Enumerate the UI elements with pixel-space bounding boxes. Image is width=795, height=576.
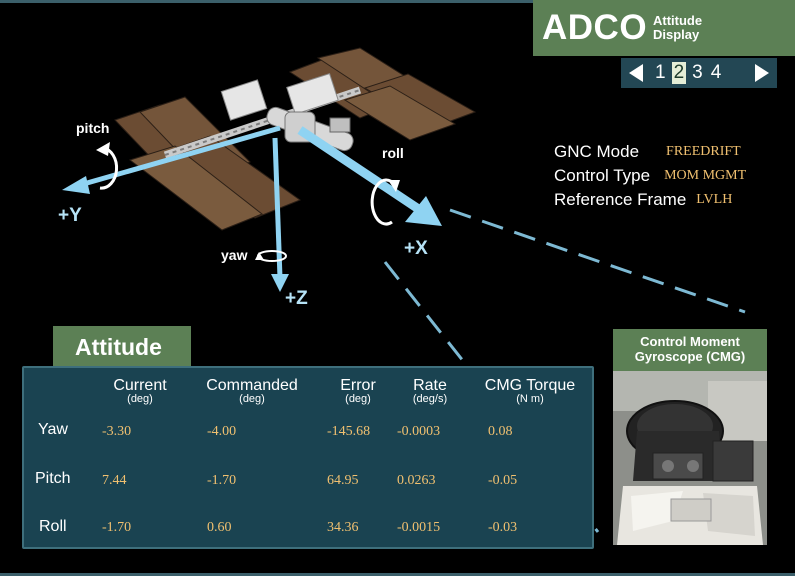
table-cell: 0.60 bbox=[207, 520, 232, 535]
table-cell: -145.68 bbox=[327, 424, 371, 439]
column-header-unit: (deg/s) bbox=[412, 393, 448, 405]
table-cell: -0.0003 bbox=[397, 424, 441, 439]
page-link-4[interactable]: 4 bbox=[710, 62, 722, 83]
next-page-arrow-icon[interactable] bbox=[755, 64, 769, 82]
reference-frame-value: LVLH bbox=[696, 192, 733, 207]
radiator-left bbox=[220, 79, 268, 121]
left-solar-arrays bbox=[114, 96, 302, 231]
column-header-unit: (deg) bbox=[127, 393, 153, 405]
display-header: ADCO Attitude Display bbox=[533, 0, 795, 56]
table-cell: -4.00 bbox=[207, 424, 237, 439]
table-cell: -1.70 bbox=[207, 473, 237, 488]
table-cell: -0.0015 bbox=[397, 520, 441, 535]
table-cell: 0.08 bbox=[488, 424, 513, 439]
reference-frame-row: Reference Frame LVLH bbox=[554, 188, 746, 212]
table-cell: 7.44 bbox=[102, 473, 127, 488]
row-label-roll: Roll bbox=[39, 518, 67, 535]
column-header-label: Current bbox=[113, 377, 167, 394]
table-cell: 64.95 bbox=[327, 473, 359, 488]
cmg-title-line-2: Gyroscope (CMG) bbox=[634, 349, 746, 364]
page-link-1[interactable]: 1 bbox=[655, 62, 666, 83]
pitch-label: pitch bbox=[76, 120, 110, 136]
cmg-panel: Control Moment Gyroscope (CMG) bbox=[613, 329, 767, 545]
x-axis-label: +X bbox=[404, 238, 428, 259]
table-cell: -3.30 bbox=[102, 424, 132, 439]
gnc-info: GNC Mode FREEDRIFT Control Type MOM MGMT… bbox=[554, 140, 746, 212]
subtitle-line-1: Attitude bbox=[653, 13, 703, 28]
cmg-photo bbox=[613, 371, 767, 545]
roll-rotation-arrow bbox=[370, 178, 397, 226]
column-header-current: Current (deg) bbox=[102, 378, 178, 405]
control-type-label: Control Type bbox=[554, 166, 651, 185]
yaw-label: yaw bbox=[221, 247, 248, 263]
table-cell: 34.36 bbox=[327, 520, 359, 535]
attitude-table: Current (deg) Commanded (deg) Error (deg… bbox=[22, 366, 594, 549]
previous-page-arrow-icon[interactable] bbox=[629, 64, 643, 82]
bottom-border bbox=[0, 573, 795, 576]
table-cell: 0.0263 bbox=[397, 473, 436, 488]
gnc-mode-label: GNC Mode bbox=[554, 142, 640, 161]
column-header-unit: (deg) bbox=[345, 393, 371, 405]
display-subtitle: Attitude Display bbox=[653, 14, 702, 42]
column-header-label: CMG Torque bbox=[484, 377, 576, 394]
cmg-title-line-1: Control Moment bbox=[640, 334, 740, 349]
attitude-tab-label: Attitude bbox=[75, 334, 162, 360]
page-link-2-active[interactable]: 2 bbox=[671, 62, 687, 84]
column-header-label: Rate bbox=[413, 377, 447, 394]
column-header-label: Commanded bbox=[206, 377, 298, 394]
table-cell: -0.03 bbox=[488, 520, 518, 535]
roll-label: roll bbox=[382, 145, 404, 161]
y-axis-label: +Y bbox=[58, 205, 82, 226]
reference-frame-label: Reference Frame bbox=[554, 190, 687, 209]
radiator-right bbox=[286, 72, 339, 115]
display-title: ADCO bbox=[542, 8, 648, 47]
page-link-3[interactable]: 3 bbox=[692, 62, 703, 83]
column-header-commanded: Commanded (deg) bbox=[194, 378, 310, 405]
table-cell: -0.05 bbox=[488, 473, 518, 488]
pitch-rotation-arrow bbox=[99, 146, 119, 190]
row-label-yaw: Yaw bbox=[38, 421, 68, 438]
column-header-label: Error bbox=[340, 377, 376, 394]
z-axis-label: +Z bbox=[285, 288, 308, 309]
gnc-mode-row: GNC Mode FREEDRIFT bbox=[554, 140, 746, 164]
cmg-title: Control Moment Gyroscope (CMG) bbox=[613, 334, 767, 364]
column-header-cmg-torque: CMG Torque (N m) bbox=[476, 378, 584, 405]
column-header-unit: (N m) bbox=[516, 393, 544, 405]
attitude-tab: Attitude bbox=[53, 326, 191, 366]
control-type-row: Control Type MOM MGMT bbox=[554, 164, 746, 188]
column-header-error: Error (deg) bbox=[330, 378, 386, 405]
right-solar-arrays bbox=[288, 47, 477, 141]
cmg-leader-line-upper bbox=[449, 208, 746, 314]
subtitle-line-2: Display bbox=[653, 27, 700, 42]
row-label-pitch: Pitch bbox=[35, 470, 71, 487]
table-cell: -1.70 bbox=[102, 520, 132, 535]
top-border bbox=[0, 0, 795, 3]
gnc-mode-value: FREEDRIFT bbox=[666, 144, 741, 159]
control-type-value: MOM MGMT bbox=[664, 168, 747, 183]
page-navigator: 1 2 3 4 bbox=[621, 58, 777, 88]
column-header-unit: (deg) bbox=[239, 393, 265, 405]
column-header-rate: Rate (deg/s) bbox=[400, 378, 460, 405]
